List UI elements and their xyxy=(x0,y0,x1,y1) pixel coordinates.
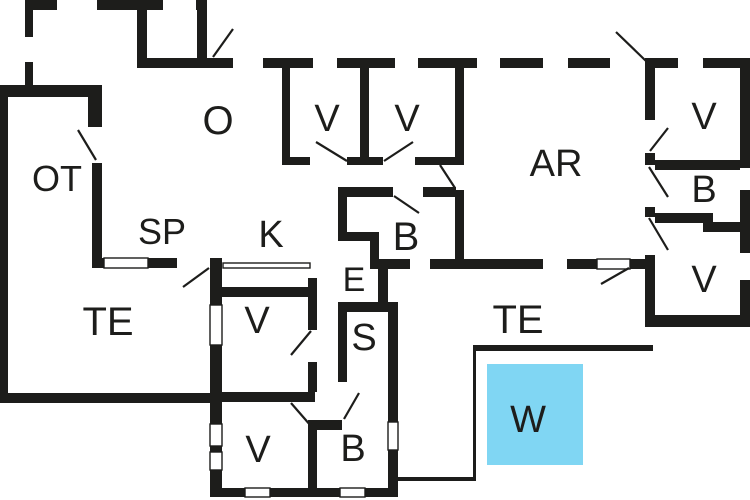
room-label-w: W xyxy=(510,399,546,441)
room-label-k: K xyxy=(258,214,284,256)
window-symbols xyxy=(103,257,631,498)
room-label-te1: TE xyxy=(82,300,134,344)
room-label-ar: AR xyxy=(529,143,583,185)
room-label-te2: TE xyxy=(492,298,544,342)
room-label-sp: SP xyxy=(137,211,187,252)
room-label-s: S xyxy=(351,317,377,359)
room-label-v4: V xyxy=(691,259,717,301)
wet-area-highlight xyxy=(487,364,583,465)
room-label-b3: B xyxy=(340,428,366,470)
room-label-v3: V xyxy=(691,96,717,138)
room-label-b1: B xyxy=(691,169,717,211)
room-label-v5: V xyxy=(244,300,270,342)
room-label-v2: V xyxy=(394,98,420,140)
room-label-b2: B xyxy=(392,215,420,259)
room-label-o: O xyxy=(202,99,234,143)
room-label-e: E xyxy=(342,261,366,299)
door-swings xyxy=(77,28,669,427)
room-label-v1: V xyxy=(314,98,340,140)
room-label-ot: OT xyxy=(32,158,82,199)
room-label-v6: V xyxy=(245,429,271,471)
terrace-boundary-lines xyxy=(397,351,476,481)
